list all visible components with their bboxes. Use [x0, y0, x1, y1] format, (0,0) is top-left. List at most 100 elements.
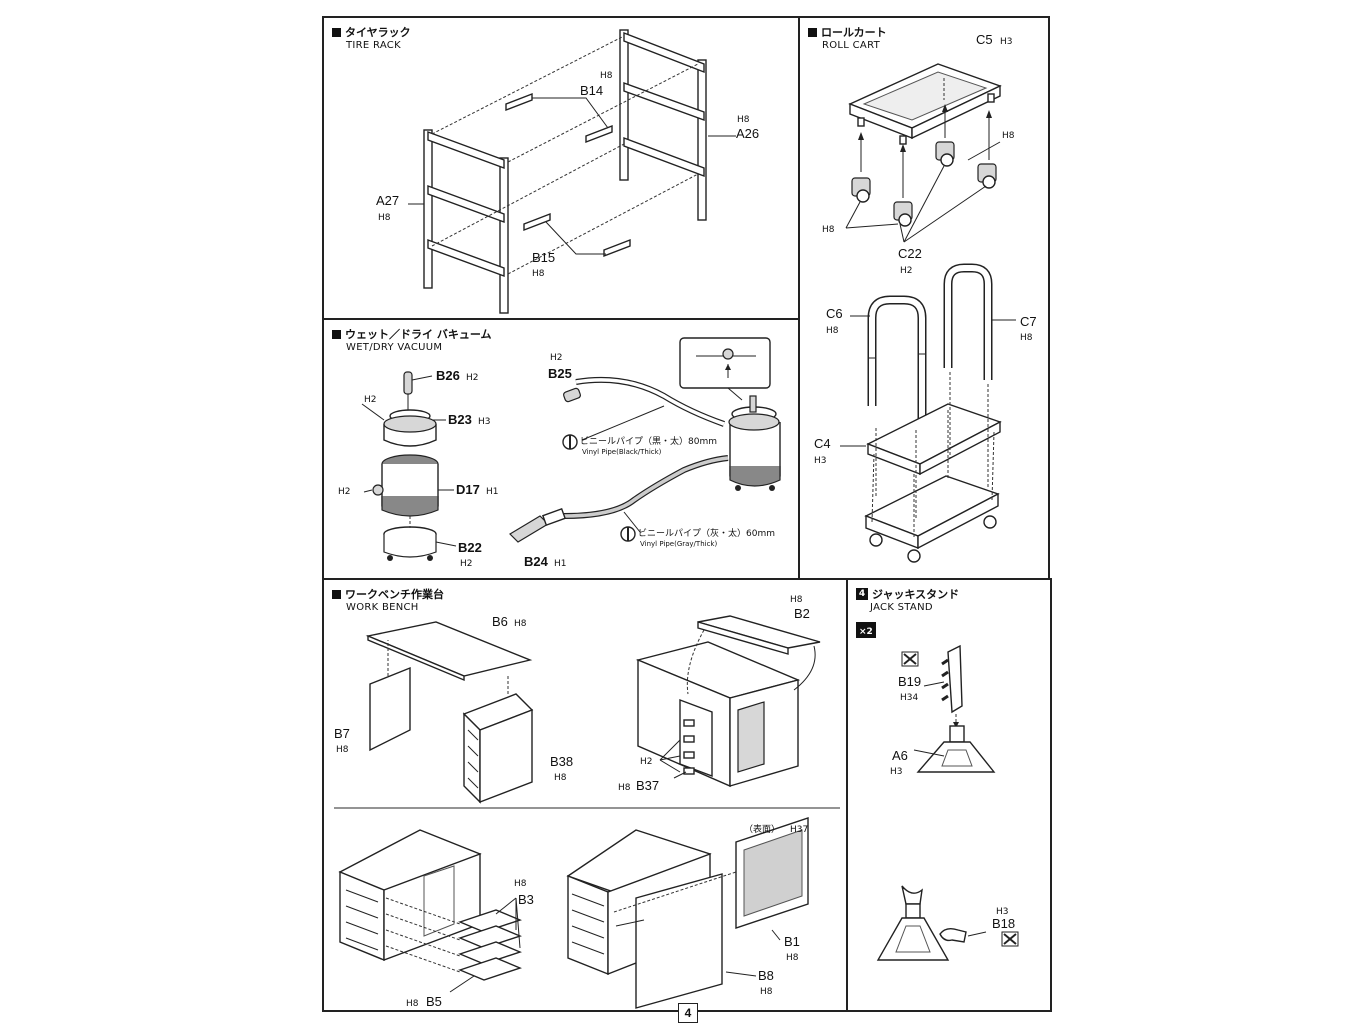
tire-rack-drawing: H8 B14 H8 A26 A27 H8 B15 H8 [376, 29, 759, 314]
vacuum-title-jp: ウェット／ドライ バキューム [345, 328, 492, 341]
cut-marker-icon [1001, 931, 1019, 947]
vacuum-panel: ウェット／ドライ バキューム WET/DRY VACUUM [322, 318, 800, 580]
c5-h-label: H3 [1000, 37, 1013, 47]
stand-assembled [876, 885, 950, 961]
tire-rack-title-en: TIRE RACK [346, 40, 401, 51]
b22-h-label: H2 [460, 559, 473, 569]
jack-stand-title-jp: ジャッキスタンド [872, 588, 960, 601]
handle-c6 [867, 295, 927, 426]
b15-label: B15 [532, 250, 555, 265]
c22-label: C22 [898, 246, 922, 261]
b2-h-label: H8 [790, 595, 803, 605]
section-marker-icon [332, 329, 341, 339]
panel-b8 [635, 873, 723, 1009]
b2-label: B2 [794, 606, 810, 621]
cart-left-h-label: H8 [822, 225, 835, 235]
c4-h-label: H3 [814, 456, 827, 466]
pipe-black-jp: ビニールパイプ（黒・太）80mm [580, 435, 717, 447]
b26-label: B26 [436, 368, 460, 383]
b37-label: B37 [636, 778, 659, 793]
page-number: 4 [678, 1003, 698, 1023]
work-bench-drawing: B6 H8 B7 H8 B38 H8 H8 B2 H2 H8 B37 H8 B3… [334, 595, 840, 1009]
bench-assembled-top [635, 641, 801, 788]
work-bench-header: ワークベンチ作業台 WORK BENCH [332, 586, 444, 613]
pin-b18 [939, 927, 967, 943]
b22-label: B22 [458, 540, 482, 555]
b8-h-label: H8 [760, 987, 773, 997]
b19-label: B19 [898, 674, 921, 689]
b1-h-label: H8 [786, 953, 799, 963]
jack-stand-header: 4 ジャッキスタンド JACK STAND [856, 586, 959, 613]
pipe-gray-en: Vinyl Pipe(Gray/Thick) [640, 540, 717, 548]
a27-label: A27 [376, 193, 399, 208]
b6-label: B6 [492, 614, 508, 629]
b6-h-label: H8 [514, 619, 527, 629]
stand-a6 [916, 725, 996, 773]
cart-frame-c4 [864, 403, 1002, 563]
pipe-black-en: Vinyl Pipe(Black/Thick) [582, 448, 662, 456]
b5-label: B5 [426, 994, 442, 1009]
b18-label: B18 [992, 916, 1015, 931]
jack-stand-panel: 4 ジャッキスタンド JACK STAND ×2 [846, 578, 1052, 1012]
b3-label: B3 [518, 892, 534, 907]
roll-cart-header: ロールカート ROLL CART [808, 24, 887, 51]
roll-cart-title-jp: ロールカート [821, 26, 887, 39]
b38-label: B38 [550, 754, 573, 769]
b24-h-label: H1 [554, 559, 567, 569]
work-bench-panel: ワークベンチ作業台 WORK BENCH [322, 578, 848, 1012]
quantity-label: ×2 [859, 627, 873, 637]
roll-cart-title-en: ROLL CART [822, 40, 880, 51]
bracket-b14-b [585, 124, 613, 144]
section-marker-icon [332, 27, 341, 37]
a26-h-label: H8 [737, 115, 750, 125]
b8-label: B8 [758, 968, 774, 983]
b3-h-label: H8 [514, 879, 527, 889]
vacuum-title-en: WET/DRY VACUUM [346, 342, 443, 353]
jack-stand-drawing: ×2 [856, 622, 1019, 961]
caster-c22-set [851, 141, 997, 227]
b7-h-label: H8 [336, 745, 349, 755]
c4-label: C4 [814, 436, 831, 451]
b1-label: B1 [784, 934, 800, 949]
nozzle-b25 [563, 387, 581, 403]
b18-h-label: H3 [996, 907, 1009, 917]
b25-h-label: H2 [550, 353, 563, 363]
b15-h-label: H8 [532, 269, 545, 279]
quantity-badge [856, 622, 876, 638]
tire-rack-title-jp: タイヤラック [345, 26, 411, 39]
face-h-label: H37 [790, 825, 808, 835]
vacuum-assembled [679, 337, 781, 491]
a27-h-label: H8 [378, 213, 391, 223]
roll-cart-panel: ロールカート ROLL CART [798, 16, 1050, 580]
face-label: （表面） [744, 823, 780, 835]
tire-rack-panel: タイヤラック TIRE RACK [322, 16, 800, 320]
jack-stand-title-en: JACK STAND [870, 602, 933, 613]
bracket-b15-a [523, 212, 551, 232]
frame-a26 [619, 29, 707, 221]
handle-c7 [943, 263, 993, 380]
ratchet-bar-b19 [941, 644, 963, 714]
b24-label: B24 [524, 554, 549, 569]
vacuum-exploded [372, 371, 439, 561]
b23-h-label: H3 [478, 417, 491, 427]
d17-label: D17 [456, 482, 480, 497]
nozzle-b24 [509, 515, 549, 543]
side-panel-b7 [369, 666, 411, 752]
bracket-b14-a [505, 92, 533, 112]
a26-label: A26 [736, 126, 759, 141]
bench-final-assembly [566, 817, 809, 1009]
work-bench-title-en: WORK BENCH [346, 602, 419, 613]
step-number-badge: 4 [856, 588, 868, 600]
roll-cart-drawing: C5 H3 H8 H8 C22 H2 C6 H8 C7 H8 C4 H3 [814, 32, 1037, 563]
bracket-b15-b [603, 238, 631, 258]
a6-label: A6 [892, 748, 908, 763]
detail-callout-box [679, 337, 771, 389]
b5-h-label: H8 [406, 999, 419, 1009]
frame-a27 [423, 129, 509, 314]
b19-h-label: H34 [900, 693, 918, 703]
cut-marker-icon [901, 651, 919, 667]
c5-label: C5 [976, 32, 993, 47]
pipe-gray [563, 455, 729, 519]
tire-rack-header: タイヤラック TIRE RACK [332, 24, 411, 51]
section-marker-icon [332, 589, 341, 599]
